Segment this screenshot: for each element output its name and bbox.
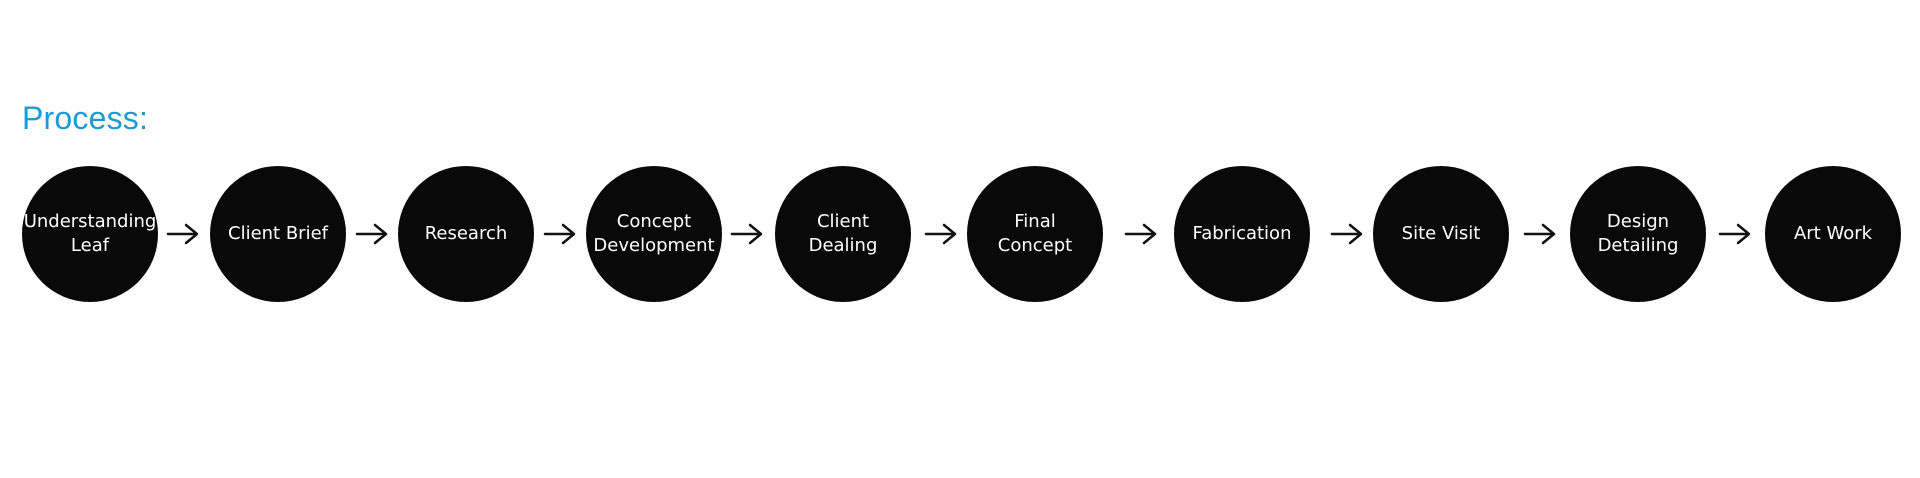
arrow-right-icon — [1718, 222, 1752, 246]
process-step-label: Client Brief — [228, 223, 328, 244]
arrow-right-icon — [730, 222, 764, 246]
process-step-site-visit: Site Visit — [1373, 166, 1509, 302]
arrow-right-icon — [355, 222, 389, 246]
process-step-label: Site Visit — [1401, 223, 1481, 244]
process-step-design-detailing: Design Detailing — [1570, 166, 1706, 302]
arrow-right-icon — [1523, 222, 1557, 246]
process-step-label: Understanding Leaf — [23, 211, 157, 256]
process-step-fabrication: Fabrication — [1174, 166, 1310, 302]
process-step-label: Concept Development — [593, 211, 715, 256]
process-step-art-work: Art Work — [1765, 166, 1901, 302]
process-step-label: Design Detailing — [1597, 211, 1679, 256]
process-step-final-concept: Final Concept — [967, 166, 1103, 302]
arrow-right-icon — [543, 222, 577, 246]
page-title: Process: — [22, 100, 149, 136]
process-step-client-dealing: Client Dealing — [775, 166, 911, 302]
arrow-right-icon — [1330, 222, 1364, 246]
process-step-concept-development: Concept Development — [586, 166, 722, 302]
arrow-right-icon — [166, 222, 200, 246]
arrow-right-icon — [924, 222, 958, 246]
process-step-label: Fabrication — [1192, 223, 1292, 244]
process-step-understanding-leaf: Understanding Leaf — [22, 166, 158, 302]
process-step-label: Research — [424, 223, 508, 244]
process-step-label: Art Work — [1793, 223, 1873, 244]
process-step-label: Final Concept — [997, 211, 1073, 256]
arrow-right-icon — [1124, 222, 1158, 246]
process-step-label: Client Dealing — [808, 211, 878, 256]
process-step-research: Research — [398, 166, 534, 302]
process-step-client-brief: Client Brief — [210, 166, 346, 302]
